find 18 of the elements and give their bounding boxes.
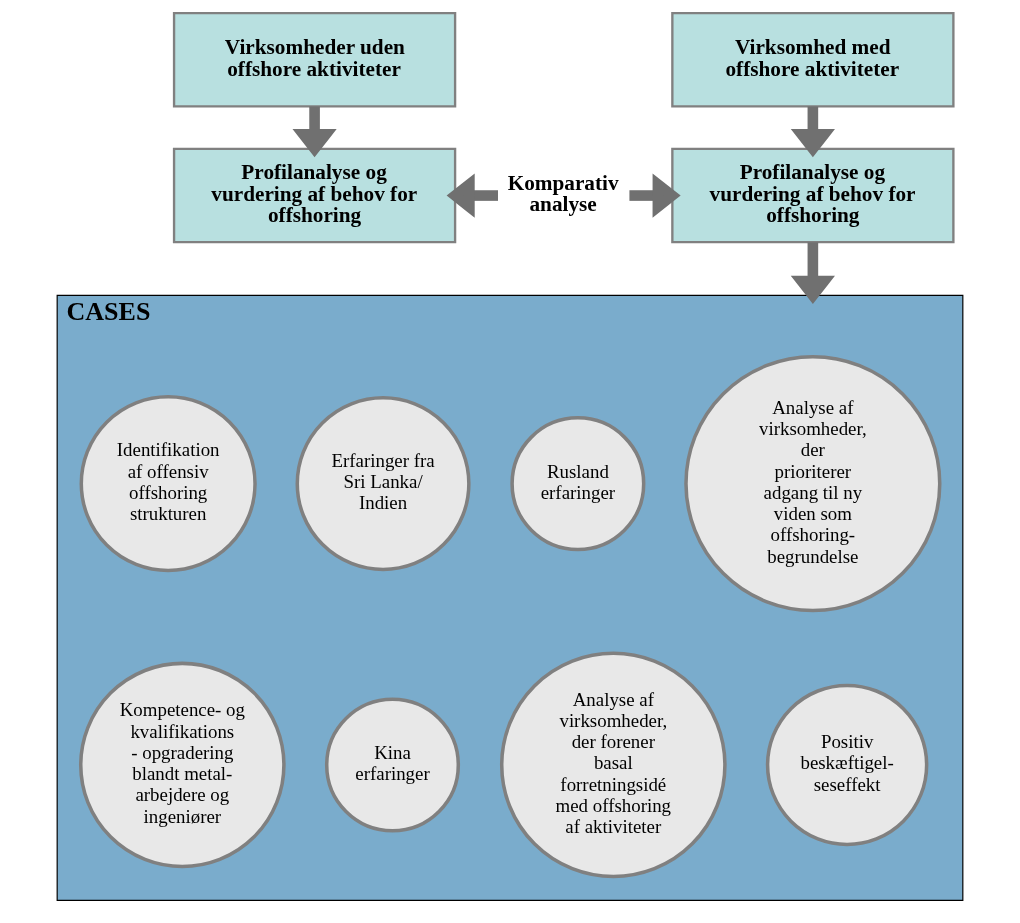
node-circle: Kompetence- og kvalifikations- opgradering blandt metal- arbejdere og ingeniører	[79, 661, 286, 869]
arrow	[629, 173, 681, 218]
node-circle: Identifikation af offensiv offshoring strukturen	[79, 395, 257, 573]
node-circle: Positiv beskæftigel- seseffekt	[765, 683, 929, 847]
node-box: Profilanalyse og vurdering af behov for offshoring	[671, 147, 955, 244]
arrow	[790, 242, 835, 304]
node-circle: Analyse af virksomheder, der prioriterer adgang til ny viden som offshoring- begrundelse	[684, 355, 942, 613]
arrow	[446, 173, 499, 218]
node-box: Virksomhed med offshore aktiviteter	[671, 11, 955, 108]
arrow	[790, 106, 835, 158]
node-text: Komparativ analyse	[507, 171, 619, 217]
node-circle: Analyse af virksomheder, der forener basal forretningsidé med offshoring af aktiviteter	[499, 651, 727, 879]
arrow	[292, 106, 337, 158]
node-circle: Erfaringer fra Sri Lanka/ Indien	[295, 396, 471, 572]
node-circle: Kina erfaringer	[324, 697, 461, 833]
node-box: Profilanalyse og vurdering af behov for offshoring	[172, 147, 457, 244]
node-box: Virksomheder uden offshore aktiviteter	[172, 11, 457, 108]
node-circle: Rusland erfaringer	[510, 416, 646, 552]
